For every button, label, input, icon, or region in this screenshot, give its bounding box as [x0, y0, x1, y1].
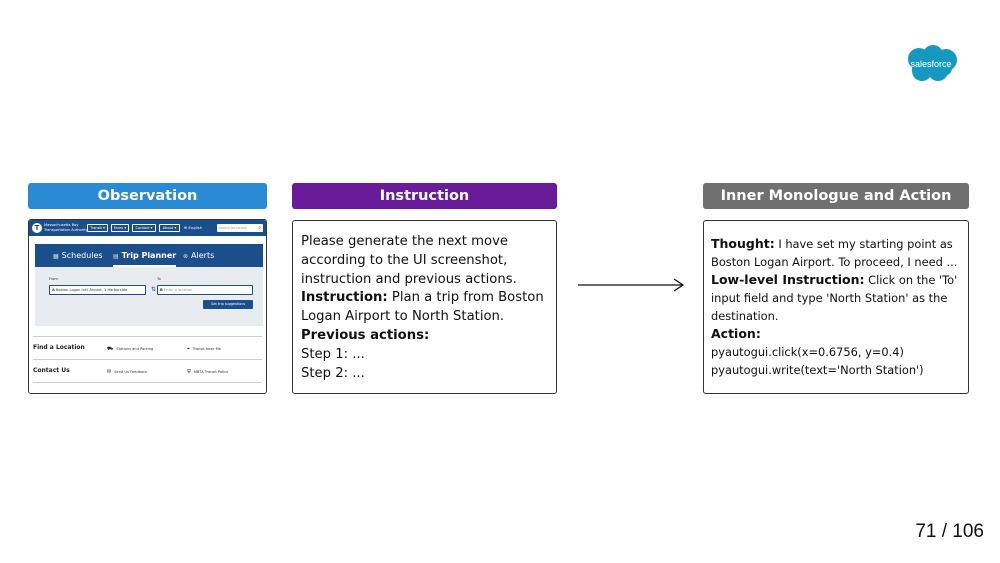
- divider: [33, 336, 262, 337]
- observation-header: Observation: [28, 183, 267, 209]
- stations-parking-link[interactable]: ⛟Stations and Parking: [107, 346, 154, 352]
- step-line: Step 1: ...: [301, 346, 365, 362]
- calendar-icon: ▦: [53, 253, 59, 260]
- alert-icon: ⊗: [183, 253, 189, 260]
- shield-icon: ⛨: [187, 369, 191, 375]
- language-selector[interactable]: ⊕ English: [184, 225, 203, 230]
- divider: [33, 382, 262, 383]
- trip-planner-panel: ▦Schedules ▤Trip Planner ⊗Alerts From To…: [35, 244, 263, 326]
- nav-transit[interactable]: Transit ▾: [87, 224, 108, 232]
- svg-text:salesforce: salesforce: [910, 59, 951, 69]
- transit-near-me-link[interactable]: ⌖Transit Near Me: [187, 346, 221, 352]
- get-trip-suggestions-button[interactable]: Get trip suggestions: [203, 300, 253, 309]
- arrow-right-icon: [578, 278, 685, 292]
- to-label: To: [157, 277, 161, 281]
- divider: [33, 359, 262, 360]
- mbta-top-bar: T Massachusetts Bay Transportation Autho…: [29, 220, 266, 236]
- step-line: Step 2: ...: [301, 365, 365, 381]
- action-line: pyautogui.write(text='North Station'): [711, 363, 924, 377]
- salesforce-logo: salesforce: [902, 44, 960, 84]
- action-label: Action:: [711, 326, 761, 341]
- instruction-header: Instruction: [292, 183, 557, 209]
- mbta-screenshot: T Massachusetts Bay Transportation Autho…: [29, 220, 266, 393]
- from-input[interactable]: A Boston Logan Int'l Airport, 1 Harborsi…: [49, 285, 146, 295]
- prompt-line: instruction and previous actions.: [301, 271, 517, 287]
- inner-monologue-header: Inner Monologue and Action: [703, 183, 969, 209]
- action-line: pyautogui.click(x=0.6756, y=0.4): [711, 345, 904, 359]
- tab-trip-planner[interactable]: ▤Trip Planner: [113, 244, 177, 267]
- tab-schedules[interactable]: ▦Schedules: [53, 251, 103, 260]
- previous-actions-label: Previous actions:: [301, 327, 430, 343]
- instruction-line: Instruction: Plan a trip from Boston: [301, 290, 544, 306]
- observation-box: T Massachusetts Bay Transportation Autho…: [28, 219, 267, 394]
- search-input[interactable]: Search for routes ⌕: [217, 224, 263, 232]
- globe-icon: ⊕: [184, 225, 188, 230]
- page-number: 71 / 106: [915, 521, 984, 542]
- instruction-line: Logan Airport to North Station.: [301, 309, 505, 325]
- chat-icon: ✉: [107, 369, 112, 375]
- to-input[interactable]: B Enter a location: [157, 285, 253, 295]
- thought-line: Thought: I have set my starting point as: [711, 236, 953, 251]
- map-icon: ▤: [113, 253, 119, 260]
- swap-icon[interactable]: ⇅: [151, 286, 157, 293]
- instruction-box: Please generate the next move according …: [292, 220, 557, 394]
- nav-about[interactable]: About ▾: [159, 224, 180, 232]
- low-level-instruction-line: destination.: [711, 309, 779, 323]
- inner-monologue-box: Thought: I have set my starting point as…: [703, 220, 969, 394]
- search-icon: ⌕: [258, 225, 261, 231]
- tab-alerts[interactable]: ⊗Alerts: [183, 251, 215, 260]
- mbta-brand: Massachusetts Bay Transportation Authori…: [44, 223, 88, 232]
- low-level-instruction-line: Low-level Instruction: Click on the 'To': [711, 272, 958, 287]
- thought-line: Boston Logan Airport. To proceed, I need…: [711, 255, 958, 269]
- prompt-line: according to the UI screenshot,: [301, 252, 508, 268]
- nav-contact[interactable]: Contact ▾: [132, 224, 156, 232]
- contact-us-title: Contact Us: [33, 367, 70, 374]
- planner-tabs: ▦Schedules ▤Trip Planner ⊗Alerts: [35, 244, 263, 267]
- transit-police-link[interactable]: ⛨MBTA Transit Police: [187, 369, 229, 375]
- prompt-line: Please generate the next move: [301, 234, 508, 249]
- salesforce-cloud-icon: salesforce: [908, 45, 957, 81]
- mbta-logo-icon: T: [32, 223, 42, 233]
- low-level-instruction-line: input field and type 'North Station' as …: [711, 291, 948, 305]
- from-label: From: [49, 277, 58, 281]
- find-location-title: Find a Location: [33, 344, 85, 351]
- send-feedback-link[interactable]: ✉Send Us Feedback: [107, 369, 148, 375]
- parking-icon: ⛟: [107, 346, 114, 352]
- pin-icon: ⌖: [187, 346, 190, 352]
- nav-fares[interactable]: Fares ▾: [111, 224, 129, 232]
